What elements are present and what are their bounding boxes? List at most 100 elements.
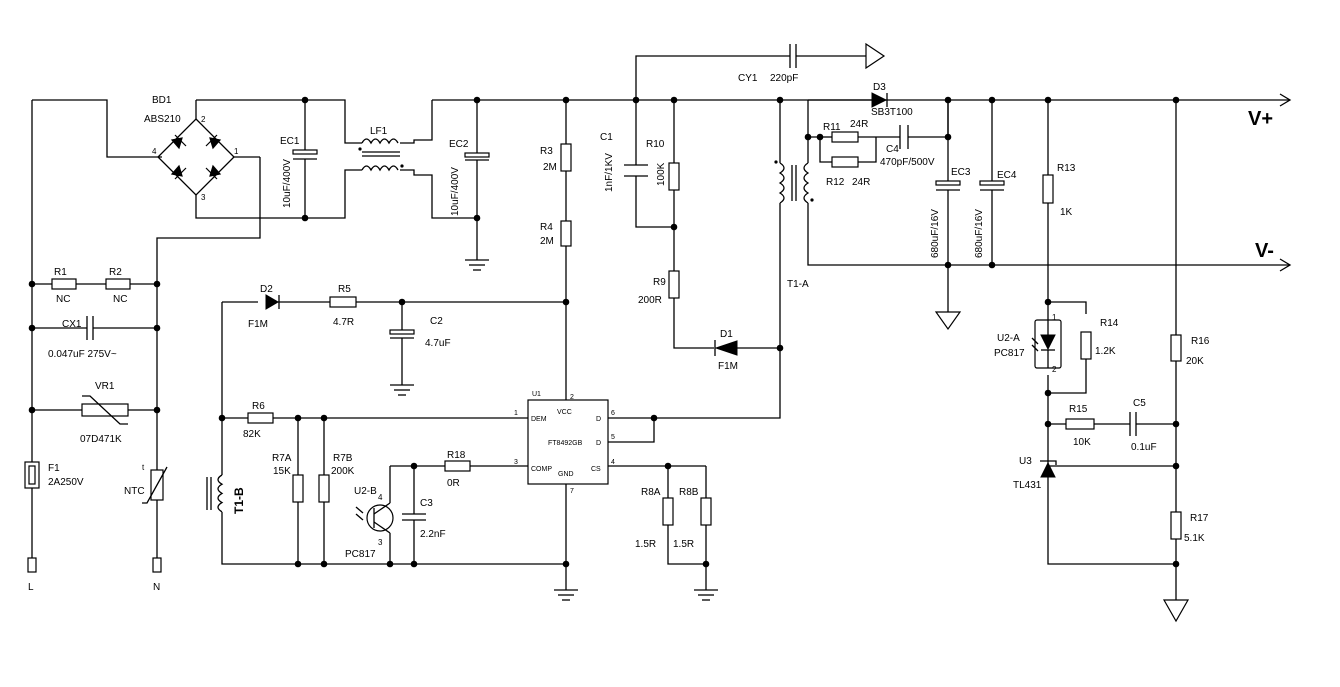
u1-pin-comp: COMP	[531, 466, 552, 473]
transformer-t1a: T1-A	[774, 160, 814, 290]
capacitor-c2: C2 4.7uF	[389, 316, 451, 349]
bd1-pin-2: 2	[201, 115, 206, 124]
c3-value: 2.2nF	[420, 529, 446, 540]
r1-value: NC	[56, 294, 70, 305]
f1-ref: F1	[48, 463, 60, 474]
r14-ref: R14	[1100, 318, 1119, 329]
r17-ref: R17	[1190, 513, 1209, 524]
r2-value: NC	[113, 294, 127, 305]
r4-value: 2M	[540, 236, 554, 247]
r15-ref: R15	[1069, 404, 1088, 415]
input-terminals: L N	[27, 557, 162, 593]
ground-symbol-u1	[554, 589, 578, 601]
r8b-value: 1.5R	[673, 539, 694, 550]
u1-pin-cs: CS	[591, 466, 601, 473]
d3-ref: D3	[873, 82, 886, 93]
ec1-ref: EC1	[280, 136, 300, 147]
vr1-ref: VR1	[95, 381, 115, 392]
resistor-r18: R18 0R	[444, 450, 471, 489]
u2b-pin-3: 3	[378, 538, 383, 547]
u1-ref: U1	[532, 391, 541, 398]
shunt-regulator-u3: U3 TL431	[1013, 456, 1066, 491]
u1-pin-num-3: 3	[514, 459, 518, 466]
r1-ref: R1	[54, 267, 67, 278]
vminus-label: V-	[1255, 240, 1274, 262]
r8a-ref: R8A	[641, 487, 661, 498]
r10-value: 100K	[656, 162, 667, 186]
r8a-value: 1.5R	[635, 539, 656, 550]
bd1-pin-1: 1	[234, 147, 239, 156]
r4-ref: R4	[540, 222, 553, 233]
resistor-r10: R10 100K	[646, 139, 680, 191]
u2b-pin-4: 4	[378, 493, 383, 502]
bridge-rectifier-bd1: BD1 ABS210 4 2 1 3	[144, 95, 260, 202]
wires	[31, 55, 1290, 600]
r14-value: 1.2K	[1095, 346, 1116, 357]
f1-value: 2A250V	[48, 477, 84, 488]
diode-d2: D2 F1M	[248, 284, 280, 330]
resistor-r5: R5 4.7R	[329, 284, 357, 328]
r15-value: 10K	[1073, 437, 1091, 448]
u1-pin-num-2: 2	[570, 394, 574, 401]
d1-value: F1M	[718, 361, 738, 372]
r12-value: 24R	[852, 177, 870, 188]
c5-value: 0.1uF	[1131, 442, 1157, 453]
transformer-t1b: T1-B	[206, 474, 246, 514]
u1-pin-num-5: 5	[611, 434, 615, 441]
ec4-value: 680uF/16V	[974, 209, 985, 258]
ground-symbol-secondary	[934, 311, 962, 331]
resistor-r13: R13 1K	[1042, 163, 1076, 218]
cy1-value: 220pF	[770, 73, 798, 84]
u1-pin-d1: D	[596, 416, 601, 423]
bd1-value: ABS210	[144, 114, 181, 125]
ntc-ref: NTC	[124, 486, 145, 497]
optocoupler-u2a: 1 2 U2-A PC817	[994, 313, 1062, 374]
c2-ref: C2	[430, 316, 443, 327]
u2a-ref: U2-A	[997, 333, 1020, 344]
resistor-r14: R14 1.2K	[1080, 318, 1119, 360]
bd1-pin-4: 4	[152, 147, 157, 156]
c1-value: 1nF/1KV	[604, 153, 615, 192]
r3-ref: R3	[540, 146, 553, 157]
c3-ref: C3	[420, 498, 433, 509]
ec3-value: 680uF/16V	[930, 209, 941, 258]
capacitor-c3: C3 2.2nF	[402, 498, 446, 540]
c5-ref: C5	[1133, 398, 1146, 409]
c4-value: 470pF/500V	[880, 157, 935, 168]
t1a-ref: T1-A	[787, 279, 809, 290]
r17-value: 5.1K	[1184, 533, 1205, 544]
choke-lf1: LF1	[358, 126, 404, 172]
capacitor-ec3: EC3 680uF/16V	[930, 167, 971, 258]
resistor-r6: R6 82K	[243, 401, 274, 440]
capacitor-c4: C4 470pF/500V	[880, 125, 935, 168]
resistor-r2: R2 NC	[105, 267, 131, 305]
d1-ref: D1	[720, 329, 733, 340]
r7a-value: 15K	[273, 466, 291, 477]
r18-ref: R18	[447, 450, 466, 461]
ground-symbol-c2	[390, 384, 414, 396]
ground-symbol-cs	[694, 589, 718, 601]
thermistor-ntc: t NTC	[124, 463, 168, 504]
u1-pin-dem: DEM	[531, 416, 547, 423]
varistor-vr1: VR1 07D471K	[80, 381, 129, 445]
resistor-r3: R3 2M	[540, 143, 572, 173]
resistor-r12: R12 24R	[826, 156, 870, 188]
r8b-ref: R8B	[679, 487, 699, 498]
lf1-ref: LF1	[370, 126, 388, 137]
u1-pin-num-4: 4	[611, 459, 615, 466]
u1-pin-num-6: 6	[611, 410, 615, 417]
resistor-r8b: R8B 1.5R	[673, 487, 712, 550]
bd1-pin-3: 3	[201, 193, 206, 202]
capacitor-ec4: EC4 680uF/16V	[974, 170, 1017, 258]
r7b-value: 200K	[331, 466, 355, 477]
r18-value: 0R	[447, 478, 460, 489]
optocoupler-u2b: 4 3 U2-B PC817	[345, 486, 394, 560]
u1-pin-num-7: 7	[570, 488, 574, 495]
capacitor-ec2: EC2 10uF/400V	[449, 139, 490, 216]
ec4-ref: EC4	[997, 170, 1017, 181]
resistor-r11: R11 24R	[823, 119, 868, 143]
terminal-l-label: L	[28, 582, 34, 593]
d3-value: SB3T100	[871, 107, 913, 118]
r16-ref: R16	[1191, 336, 1210, 347]
